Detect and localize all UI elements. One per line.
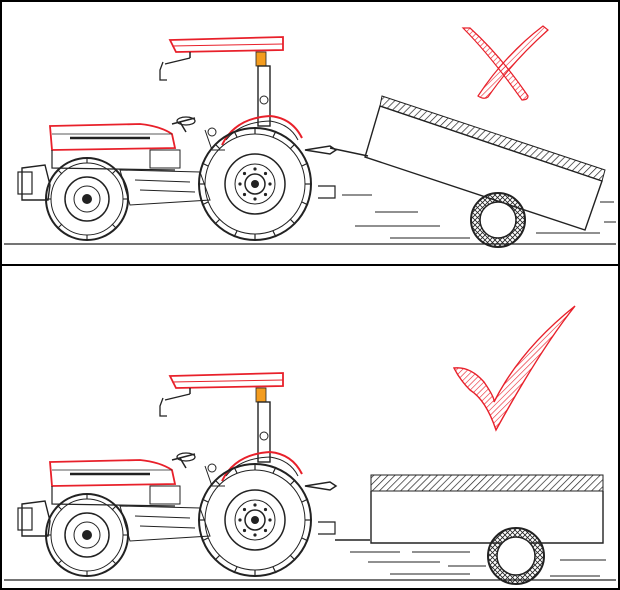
tractor-icon (18, 37, 336, 240)
cross-mark-icon (463, 26, 548, 100)
check-mark-icon (454, 306, 575, 430)
trailer-icon (335, 475, 603, 584)
motion-lines (350, 552, 606, 576)
panel-correct (4, 306, 616, 584)
trailer-icon (330, 96, 605, 247)
panel-incorrect (4, 26, 616, 247)
tractor-icon (18, 373, 336, 576)
